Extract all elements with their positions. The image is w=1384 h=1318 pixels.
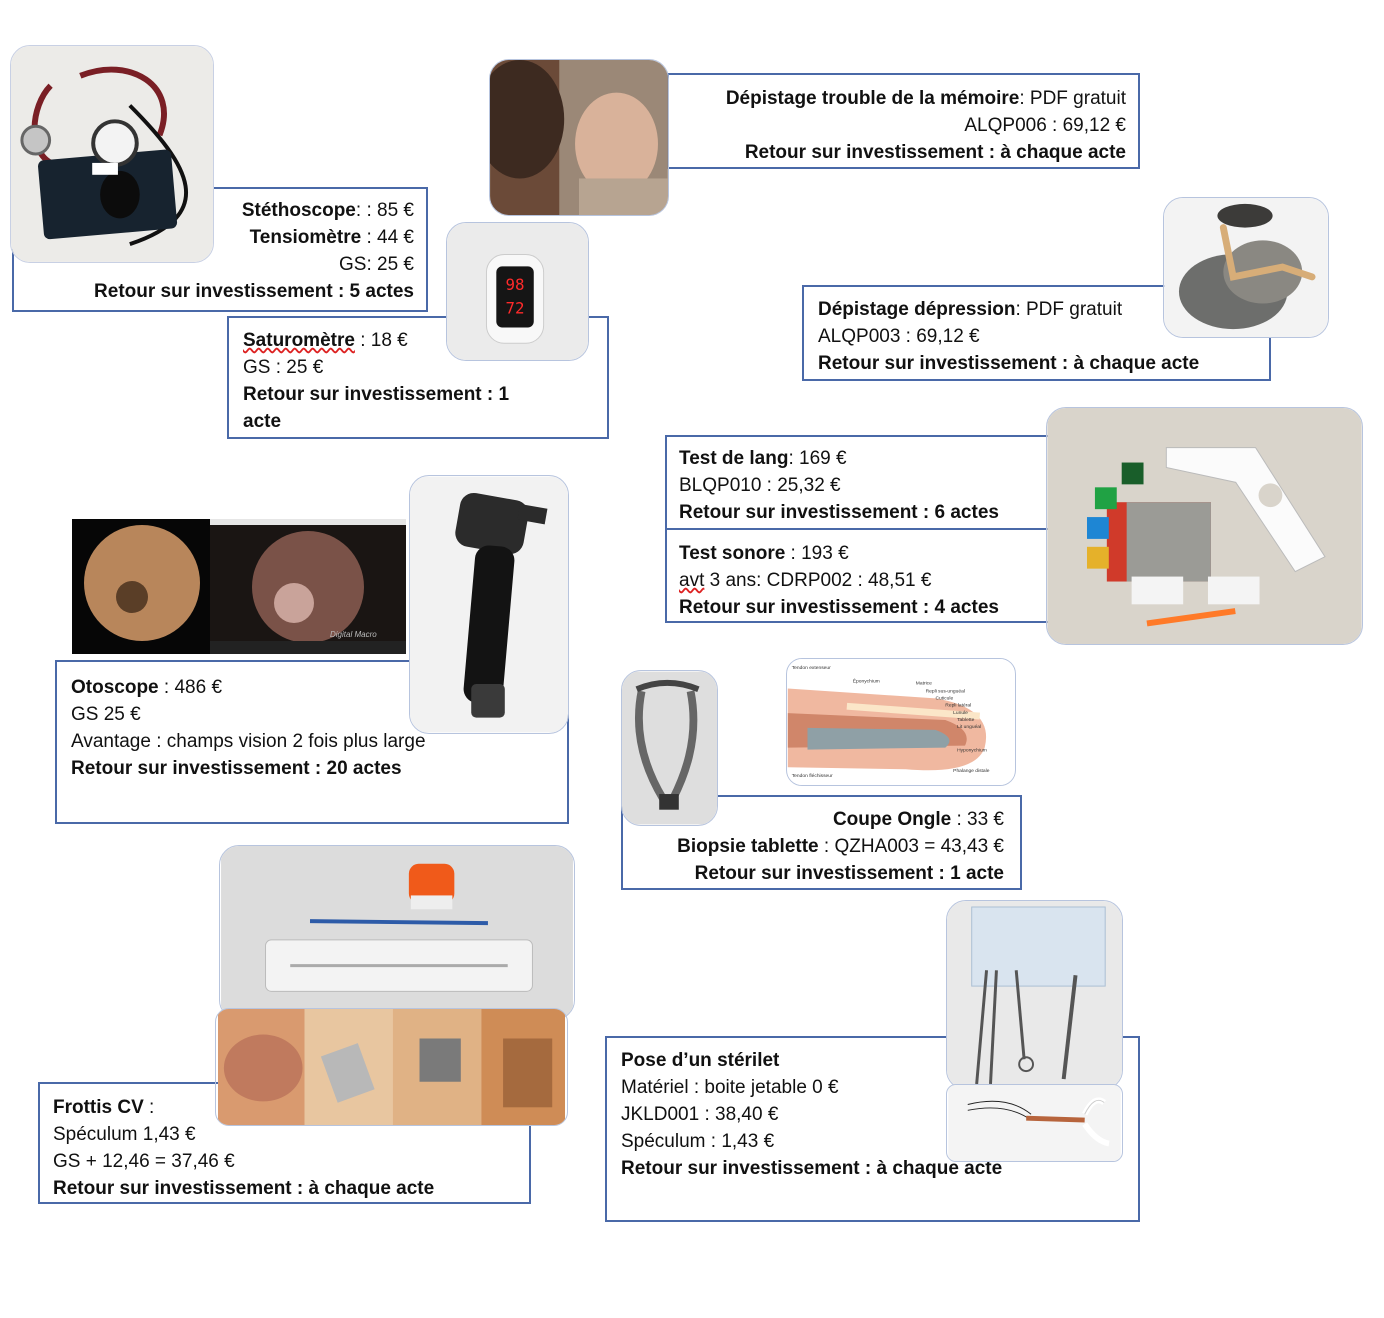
biopsie-name: Biopsie tablette: [677, 836, 819, 857]
sonore-avt: avt: [679, 570, 705, 591]
memoire-name: Dépistage trouble de la mémoire: [725, 88, 1020, 109]
sonore-price: : 193 €: [785, 543, 849, 564]
oximeter-value-2: 72: [506, 299, 525, 318]
diagram-label-10: Phalange distale: [953, 768, 990, 774]
otoscope-device-photo: [409, 475, 569, 734]
iud-photo: [946, 1084, 1123, 1162]
frottis-kit-photo: [219, 845, 575, 1020]
sterilet-materiel: Matériel : boite jetable 0 €: [621, 1077, 839, 1098]
lang-divider: [667, 528, 1051, 530]
elderly-man-photo: [489, 59, 669, 216]
instruments-photo: [946, 900, 1123, 1090]
sonore-roi: Retour sur investissement : 4 actes: [679, 597, 999, 618]
otoscope-price: : 486 €: [158, 677, 223, 698]
otoscope-view-image: Digital Macro: [72, 519, 406, 654]
oximeter-value-1: 98: [506, 275, 525, 294]
otoscope-name: Otoscope: [71, 677, 159, 698]
otoscope-advantage: Avantage : champs vision 2 fois plus lar…: [71, 731, 426, 752]
diagram-label-1: Éponychium: [853, 678, 880, 685]
depression-code: ALQP003 : 69,12 €: [818, 326, 980, 347]
sterilet-speculum: Spéculum : 1,43 €: [621, 1131, 775, 1152]
lang-code: BLQP010 : 25,32 €: [679, 475, 841, 496]
sterilet-name: Pose d’un stérilet: [621, 1050, 780, 1071]
diagram-label-11: Tendon fléchisseur: [792, 773, 833, 779]
sonore-name: Test sonore: [679, 543, 786, 564]
frottis-colon: :: [143, 1097, 155, 1118]
depression-pdf: : PDF gratuit: [1015, 299, 1123, 320]
otoscope-gs: GS 25 €: [71, 704, 141, 725]
saturometre-name: Saturomètre: [243, 330, 355, 351]
steth-roi: Retour sur investissement : 5 actes: [94, 281, 414, 302]
depression-roi: Retour sur investissement : à chaque act…: [818, 353, 1200, 374]
diagram-label-8: Lit unguéal: [957, 724, 981, 730]
lang-name: Test de lang: [679, 448, 789, 469]
oximeter-photo: 98 72: [446, 222, 589, 361]
lang-test-photo: [1046, 407, 1363, 645]
sterilet-roi: Retour sur investissement : à chaque act…: [621, 1158, 1003, 1179]
memoire-box: Dépistage trouble de la mémoire: PDF gra…: [667, 73, 1140, 169]
frottis-roi: Retour sur investissement : à chaque act…: [53, 1178, 435, 1199]
tensio-name: Tensiomètre: [249, 227, 362, 248]
diagram-label-2: Matrice: [916, 681, 932, 687]
ongle-box: Coupe Ongle : 33 € Biopsie tablette : QZ…: [621, 795, 1022, 890]
otoscope-roi: Retour sur investissement : 20 actes: [71, 758, 402, 779]
diagram-label-6: Lunule: [953, 710, 968, 716]
frottis-speculum: Spéculum 1,43 €: [53, 1124, 196, 1145]
saturometre-roi-cont: acte: [243, 411, 282, 432]
saturometre-price: : 18 €: [354, 330, 408, 351]
stones-figurine-photo: [1163, 197, 1329, 338]
ongle-roi: Retour sur investissement : 1 acte: [694, 863, 1004, 884]
memoire-code: ALQP006 : 69,12 €: [964, 115, 1126, 136]
diagram-label-0: Tendon extenseur: [792, 665, 831, 671]
lang-price: : 169 €: [788, 448, 847, 469]
saturometre-roi: Retour sur investissement : 1: [243, 384, 510, 405]
lang-roi: Retour sur investissement : 6 actes: [679, 502, 999, 523]
ongle-name: Coupe Ongle: [832, 809, 952, 830]
steth-gs: GS: 25 €: [339, 254, 414, 275]
diagram-label-4: Cuticule: [935, 695, 953, 701]
frottis-name: Frottis CV: [53, 1097, 144, 1118]
otoscope-video-caption: Digital Macro: [330, 630, 377, 639]
lang-box: Test de lang: 169 € BLQP010 : 25,32 € Re…: [665, 435, 1053, 623]
diagram-label-9: Hyponychium: [957, 748, 987, 754]
frottis-gs: GS + 12,46 = 37,46 €: [53, 1151, 235, 1172]
diagram-label-5: Repli latéral: [945, 702, 971, 708]
sterilet-code: JKLD001 : 38,40 €: [621, 1104, 779, 1125]
memoire-roi: Retour sur investissement : à chaque act…: [744, 142, 1126, 163]
biopsie-code: : QZHA003 = 43,43 €: [818, 836, 1004, 857]
frottis-procedure-illustration: [215, 1008, 568, 1126]
ongle-price: : 33 €: [951, 809, 1004, 830]
diagram-label-7: Tablette: [957, 717, 974, 723]
steth-box: Stéthoscope: : 85 € Tensiomètre : 44 € G…: [12, 187, 428, 312]
nail-clipper-photo: [621, 670, 718, 826]
depression-name: Dépistage dépression: [818, 299, 1016, 320]
steth-name: Stéthoscope: [241, 200, 356, 221]
steth-price: : : 85 €: [355, 200, 414, 221]
memoire-pdf: : PDF gratuit: [1019, 88, 1126, 109]
saturometre-gs: GS : 25 €: [243, 357, 324, 378]
sonore-code: 3 ans: CDRP002 : 48,51 €: [704, 570, 932, 591]
nail-anatomy-diagram: Tendon extenseur Éponychium Matrice Repl…: [786, 658, 1016, 786]
tensio-price: : 44 €: [361, 227, 414, 248]
stethoscope-photo: [10, 45, 214, 263]
diagram-label-3: Repli sus-unguéal: [926, 688, 965, 694]
